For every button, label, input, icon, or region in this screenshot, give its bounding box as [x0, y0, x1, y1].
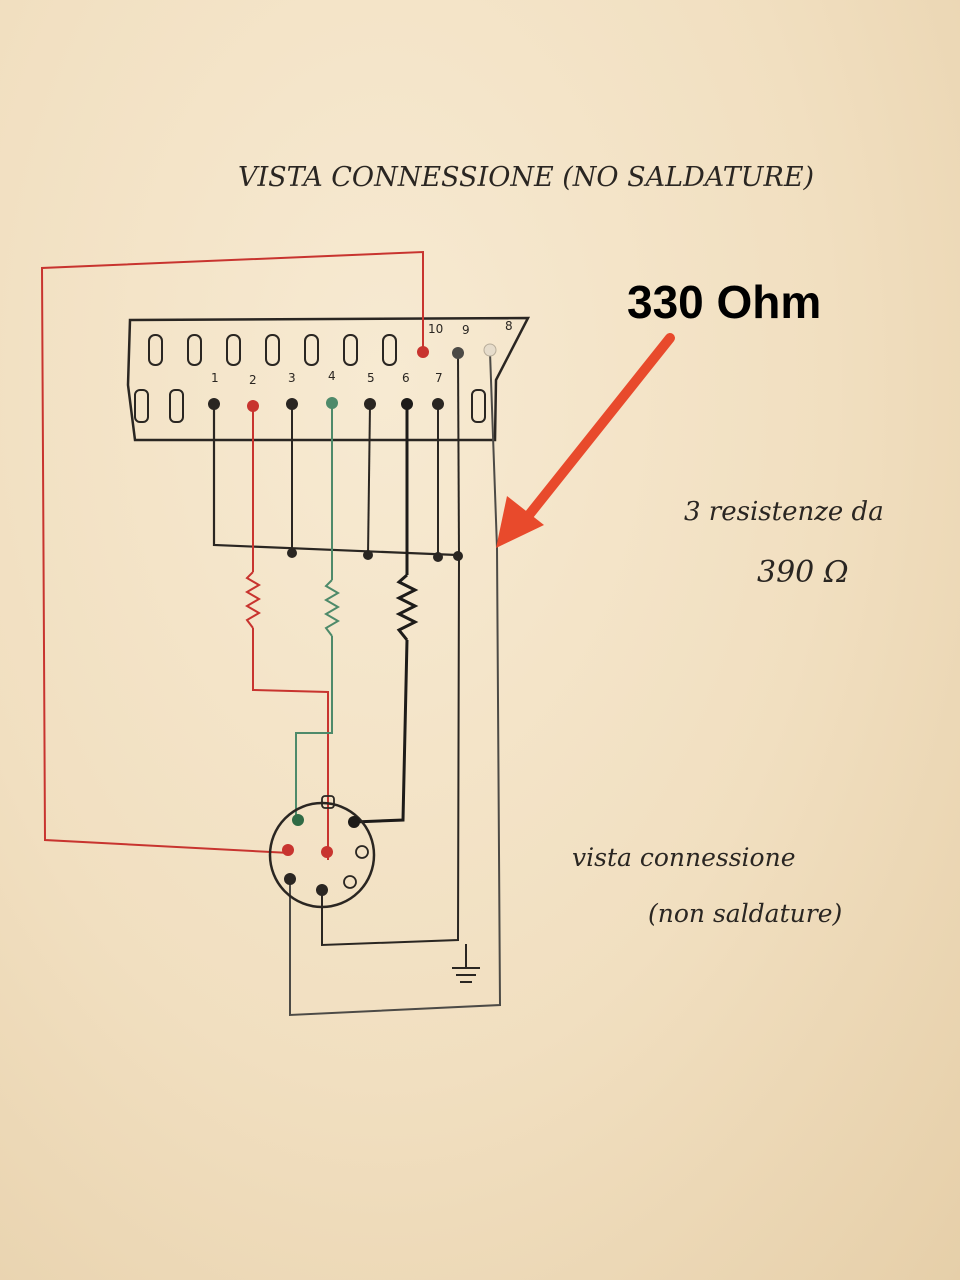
pin-label-6: 6	[402, 371, 410, 385]
pin-label-5: 5	[367, 371, 375, 385]
pin-label-9: 9	[462, 323, 470, 337]
black-resistor	[395, 573, 419, 641]
din-connector	[268, 795, 376, 909]
ground-symbol-icon	[452, 944, 480, 983]
callout-label: 330 Ohm	[627, 276, 821, 328]
scart-slots-upper	[148, 334, 397, 366]
green-signal-wire	[295, 405, 333, 815]
ground-return-wire	[321, 555, 460, 947]
pin-label-4: 4	[328, 369, 336, 383]
pin-label-10: 10	[428, 322, 443, 336]
bottom-note-line2: (non saldature)	[648, 899, 842, 928]
pin-label-7: 7	[435, 371, 443, 385]
diagram-title: VISTA CONNESSIONE (NO SALDATURE)	[238, 162, 814, 193]
scart-pins-top	[417, 343, 497, 359]
black-signal-wire	[353, 405, 409, 824]
scart-connector-outline	[126, 316, 531, 442]
ground-bus-wire	[212, 405, 458, 557]
pin-label-3: 3	[288, 371, 296, 385]
pin-label-1: 1	[211, 371, 219, 385]
bottom-note-line1: vista connessione	[572, 843, 796, 872]
resistor-note-line1: 3 resistenze da	[684, 497, 884, 527]
pin-label-2: 2	[249, 373, 257, 387]
scart-slots-lower	[134, 389, 486, 423]
resistor-note-line2: 390 Ω	[757, 555, 849, 590]
bus-junctions	[287, 548, 463, 562]
callout-arrow	[496, 333, 675, 548]
pin8-wire	[289, 351, 502, 1017]
red-loop-wire	[40, 250, 424, 854]
green-resistor	[324, 579, 340, 637]
scart-pins-bottom	[208, 397, 444, 412]
pin-label-8: 8	[505, 319, 513, 333]
red-resistor	[245, 571, 261, 629]
red-signal-wire	[252, 408, 329, 860]
pin-drop-wires	[291, 354, 460, 557]
